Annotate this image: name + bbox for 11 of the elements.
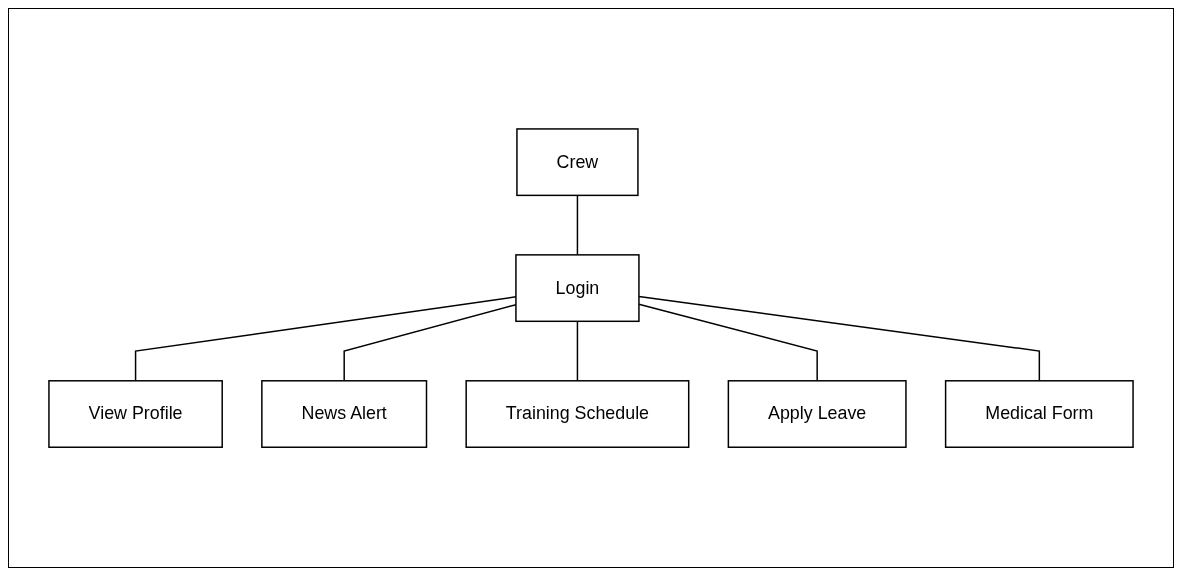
node-box: Crew	[516, 128, 639, 197]
node-box: Training Schedule	[465, 379, 690, 448]
connector	[576, 194, 579, 256]
node-box: Medical Form	[944, 379, 1134, 448]
node-box: Login	[515, 254, 640, 322]
connector	[638, 303, 818, 382]
connector	[576, 320, 579, 382]
connector	[638, 295, 1041, 382]
node-box: View Profile	[48, 379, 223, 448]
node-box: Apply Leave	[727, 379, 907, 448]
node-box: News Alert	[261, 379, 428, 448]
